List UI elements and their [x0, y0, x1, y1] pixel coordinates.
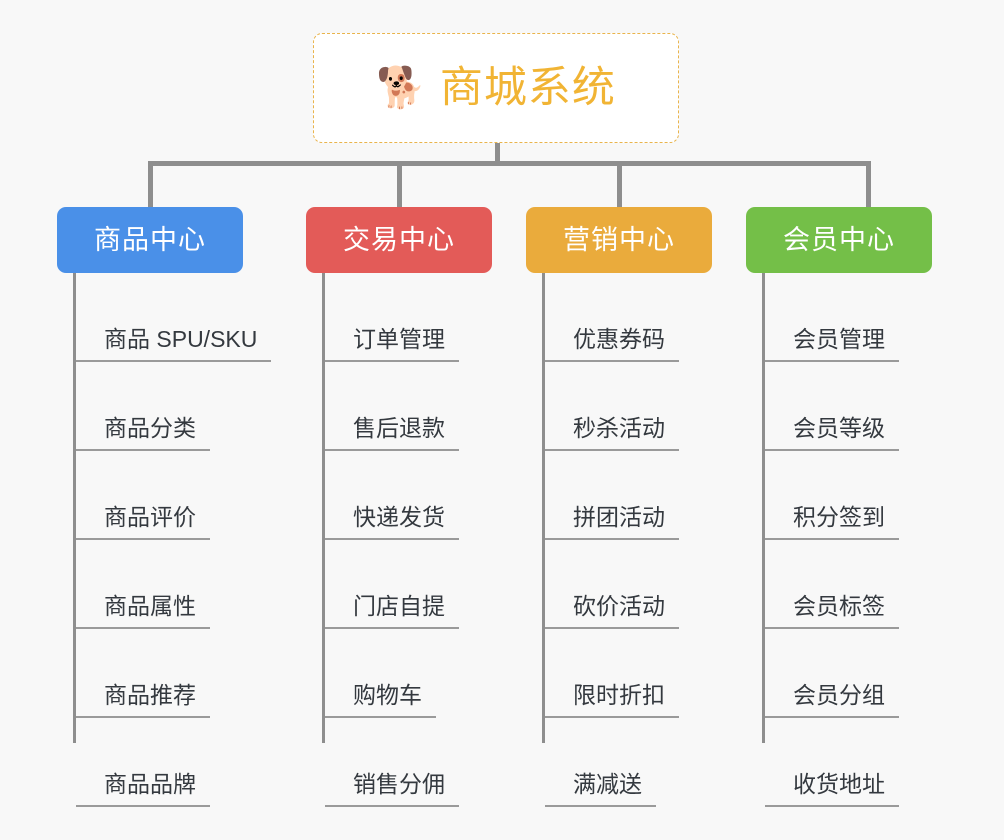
- list-item[interactable]: 满减送: [542, 718, 679, 807]
- trunk-trade-center: [322, 273, 325, 743]
- leaf-label: 商品评价: [76, 506, 210, 540]
- list-item[interactable]: 商品 SPU/SKU: [73, 273, 272, 362]
- dog-face-icon: 🐕: [376, 66, 426, 110]
- category-box-member-center[interactable]: 会员中心: [746, 207, 932, 273]
- leaf-label: 售后退款: [325, 417, 459, 451]
- category-box-marketing-center[interactable]: 营销中心: [526, 207, 712, 273]
- list-item[interactable]: 订单管理: [322, 273, 459, 362]
- leaf-label: 快递发货: [325, 506, 459, 540]
- list-item[interactable]: 售后退款: [322, 362, 459, 451]
- connector-drop-product-center: [148, 161, 153, 208]
- trunk-member-center: [762, 273, 765, 743]
- leaf-label: 会员等级: [765, 417, 899, 451]
- category-box-trade-center[interactable]: 交易中心: [306, 207, 492, 273]
- leaf-label: 优惠券码: [545, 328, 679, 362]
- list-item[interactable]: 优惠券码: [542, 273, 679, 362]
- leaf-label: 商品品牌: [76, 773, 210, 807]
- leaf-list-trade-center: 订单管理 售后退款 快递发货 门店自提 购物车 销售分佣: [322, 273, 459, 807]
- leaf-label: 会员分组: [765, 684, 899, 718]
- list-item[interactable]: 会员管理: [762, 273, 899, 362]
- list-item[interactable]: 收货地址: [762, 718, 899, 807]
- connector-root-stem: [495, 143, 500, 165]
- leaf-list-member-center: 会员管理 会员等级 积分签到 会员标签 会员分组 收货地址: [762, 273, 899, 807]
- list-item[interactable]: 商品评价: [73, 451, 271, 540]
- category-label-product-center: 商品中心: [94, 224, 206, 255]
- leaf-label: 秒杀活动: [545, 417, 679, 451]
- leaf-list-marketing-center: 优惠券码 秒杀活动 拼团活动 砍价活动 限时折扣 满减送: [542, 273, 679, 807]
- leaf-label: 商品推荐: [76, 684, 210, 718]
- list-item[interactable]: 门店自提: [322, 540, 459, 629]
- list-item[interactable]: 会员分组: [762, 629, 899, 718]
- list-item[interactable]: 商品品牌: [73, 718, 271, 807]
- list-item[interactable]: 商品推荐: [73, 629, 271, 718]
- trunk-marketing-center: [542, 273, 545, 743]
- list-item[interactable]: 会员标签: [762, 540, 899, 629]
- connector-horizontal-rail: [148, 161, 871, 166]
- leaf-label: 会员管理: [765, 328, 899, 362]
- leaf-label: 限时折扣: [545, 684, 679, 718]
- leaf-label: 积分签到: [765, 506, 899, 540]
- connector-drop-trade-center: [397, 161, 402, 208]
- leaf-label: 会员标签: [765, 595, 899, 629]
- category-label-member-center: 会员中心: [783, 224, 895, 255]
- leaf-label: 收货地址: [765, 773, 899, 807]
- leaf-list-product-center: 商品 SPU/SKU 商品分类 商品评价 商品属性 商品推荐 商品品牌: [73, 273, 272, 807]
- leaf-label: 购物车: [325, 684, 436, 718]
- category-box-product-center[interactable]: 商品中心: [57, 207, 243, 273]
- leaf-label: 砍价活动: [545, 595, 679, 629]
- root-node-title: 商城系统: [439, 63, 616, 112]
- list-item[interactable]: 会员等级: [762, 362, 899, 451]
- list-item[interactable]: 商品属性: [73, 540, 271, 629]
- list-item[interactable]: 购物车: [322, 629, 459, 718]
- list-item[interactable]: 拼团活动: [542, 451, 679, 540]
- list-item[interactable]: 快递发货: [322, 451, 459, 540]
- leaf-label: 商品 SPU/SKU: [76, 328, 272, 362]
- leaf-label: 商品分类: [76, 417, 210, 451]
- leaf-label: 满减送: [545, 773, 656, 807]
- category-label-trade-center: 交易中心: [343, 224, 455, 255]
- list-item[interactable]: 限时折扣: [542, 629, 679, 718]
- list-item[interactable]: 砍价活动: [542, 540, 679, 629]
- list-item[interactable]: 秒杀活动: [542, 362, 679, 451]
- root-node-shopping-mall-system[interactable]: 🐕 商城系统: [313, 33, 679, 143]
- leaf-label: 商品属性: [76, 595, 210, 629]
- connector-drop-member-center: [866, 161, 871, 208]
- leaf-label: 订单管理: [325, 328, 459, 362]
- leaf-label: 门店自提: [325, 595, 459, 629]
- category-label-marketing-center: 营销中心: [563, 224, 675, 255]
- list-item[interactable]: 商品分类: [73, 362, 271, 451]
- list-item[interactable]: 积分签到: [762, 451, 899, 540]
- list-item[interactable]: 销售分佣: [322, 718, 459, 807]
- trunk-product-center: [73, 273, 76, 743]
- leaf-label: 销售分佣: [325, 773, 459, 807]
- connector-drop-marketing-center: [617, 161, 622, 208]
- leaf-label: 拼团活动: [545, 506, 679, 540]
